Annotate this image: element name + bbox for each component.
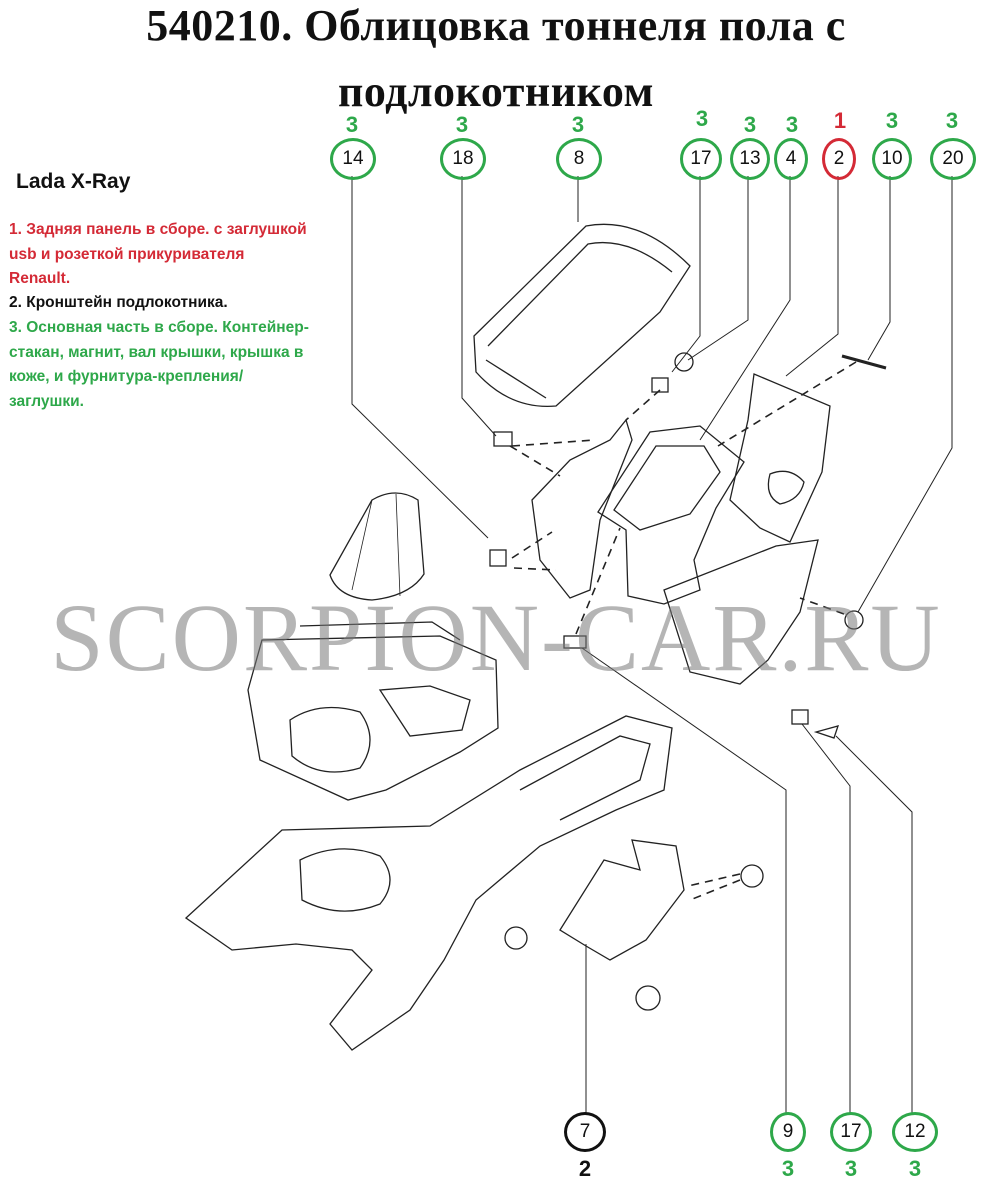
callout-circle: 4	[774, 138, 808, 180]
callout-circle: 20	[930, 138, 976, 180]
callout-group-label: 3	[781, 1156, 795, 1181]
callout-circle: 12	[892, 1112, 938, 1152]
callout-group-label: 3	[844, 1156, 858, 1181]
floor-tunnel-part	[184, 715, 673, 1051]
clip-17-part	[651, 377, 669, 393]
watermark: SCORPION-CAR.RU	[50, 584, 942, 691]
callout-circle: 10	[872, 138, 912, 180]
screw-12-part	[813, 725, 840, 739]
callout-circle: 9	[770, 1112, 806, 1152]
page-title-line-1: 540210. Облицовка тоннеля пола с	[146, 1, 846, 50]
callout-circle: 17	[680, 138, 722, 180]
callout-circle: 13	[730, 138, 770, 180]
front-bezel-part	[247, 635, 499, 801]
nut-bottom-part	[635, 985, 661, 1011]
left-bracket-part	[531, 418, 633, 599]
screw-13-part	[674, 352, 694, 372]
armrest-bracket-part	[559, 839, 685, 961]
clip-17b-part	[791, 709, 809, 725]
rear-panel-part	[729, 373, 831, 543]
plug-20-part	[844, 610, 864, 630]
cup-container-part	[597, 425, 745, 605]
callout-group-label: 3	[455, 112, 469, 137]
callout-group-label: 3	[885, 108, 899, 133]
lower-rear-panel-part	[663, 539, 819, 685]
callout-group-label: 2	[578, 1156, 592, 1181]
nut-right-part	[740, 864, 764, 888]
callout-circle: 14	[330, 138, 376, 180]
callout-circle: 7	[564, 1112, 606, 1152]
legend-note-2: 2. Кронштейн подлокотника.	[9, 294, 228, 311]
callout-circle: 17	[830, 1112, 872, 1152]
callout-group-label: 3	[695, 106, 709, 131]
callout-group-label: 3	[743, 112, 757, 137]
callout-circle: 2	[822, 138, 856, 180]
callout-group-label: 3	[908, 1156, 922, 1181]
legend-note-1: 1. Задняя панель в сборе. с заглушкой us…	[9, 221, 307, 287]
callout-circle: 8	[556, 138, 602, 180]
callout-group-label: 1	[833, 108, 847, 133]
nut-left-part	[504, 926, 528, 950]
clip-9-part	[563, 635, 587, 649]
legend-note-3: 3. Основная часть в сборе. Контейнер-ста…	[9, 319, 309, 410]
callout-group-label: 3	[945, 108, 959, 133]
armrest-lid-part	[473, 223, 691, 408]
shaft-10-part	[841, 354, 887, 370]
callout-group-label: 3	[571, 112, 585, 137]
callout-circle: 18	[440, 138, 486, 180]
page-title-line-2: подлокотником	[338, 67, 654, 116]
clip-14-part	[489, 549, 507, 567]
shifter-boot-part	[329, 492, 425, 601]
clip-18-part	[493, 431, 513, 447]
model-name: Lada X-Ray	[16, 170, 131, 193]
callout-group-label: 3	[345, 112, 359, 137]
callout-group-label: 3	[785, 112, 799, 137]
